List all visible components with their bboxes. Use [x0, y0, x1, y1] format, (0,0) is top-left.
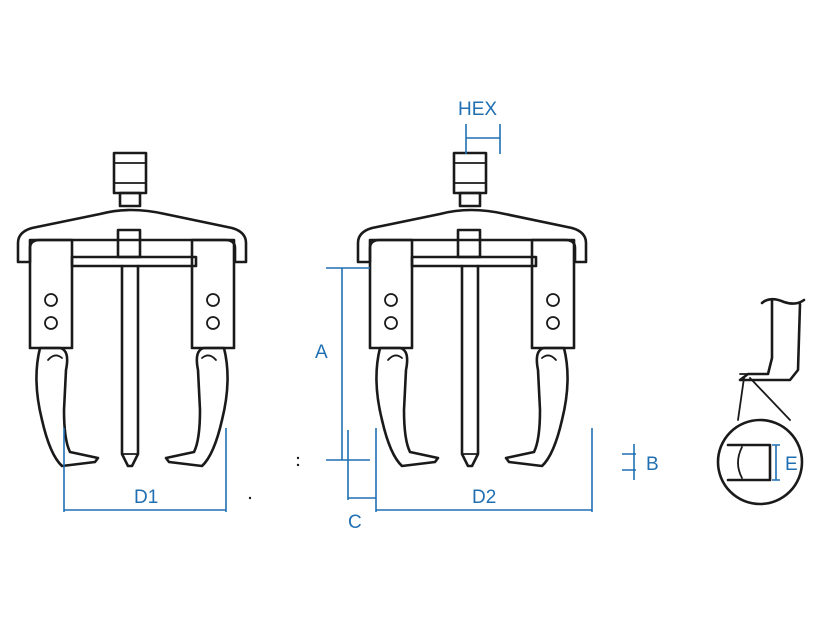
- label-d2: D2: [472, 487, 496, 508]
- dimension-lines: [63, 124, 636, 512]
- detail-view: [716, 297, 806, 506]
- dimension-labels: HEX A B C D1 D2 E: [134, 99, 798, 533]
- left-puller: [16, 151, 248, 468]
- label-d1: D1: [134, 487, 158, 508]
- label-a: A: [315, 342, 328, 363]
- label-b: B: [646, 454, 659, 475]
- right-puller: [356, 151, 588, 468]
- label-hex: HEX: [458, 99, 497, 120]
- label-e: E: [785, 454, 798, 475]
- stray-marks: [248, 456, 300, 500]
- label-c: C: [348, 512, 362, 533]
